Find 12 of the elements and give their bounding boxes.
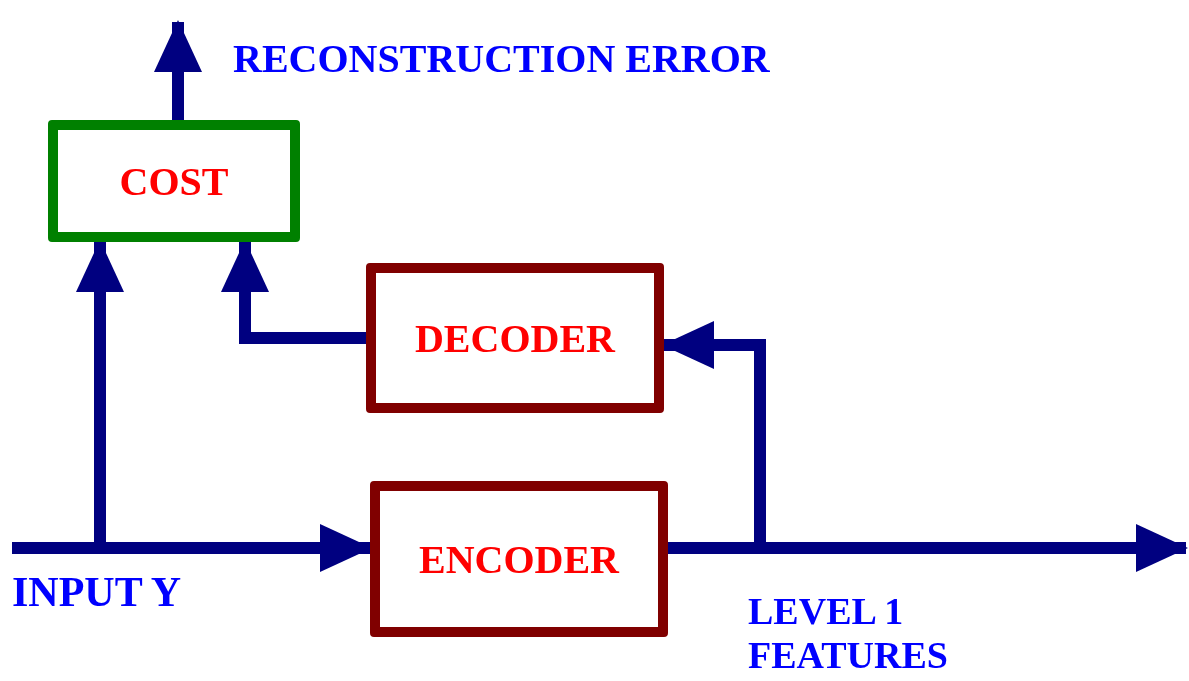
arrow: [154, 20, 202, 120]
box-label: COST: [119, 157, 229, 205]
signal-label: INPUT Y: [12, 568, 183, 617]
box-label: ENCODER: [419, 535, 619, 583]
process-box: [370, 481, 668, 637]
signal-label: RECONSTRUCTION ERROR: [233, 36, 771, 82]
signal-label: LEVEL 1 FEATURES: [748, 590, 949, 678]
arrow: [12, 524, 372, 572]
process-box: [366, 263, 664, 413]
process-box: [48, 120, 300, 242]
arrow: [221, 240, 366, 344]
box-label: DECODER: [415, 314, 615, 362]
